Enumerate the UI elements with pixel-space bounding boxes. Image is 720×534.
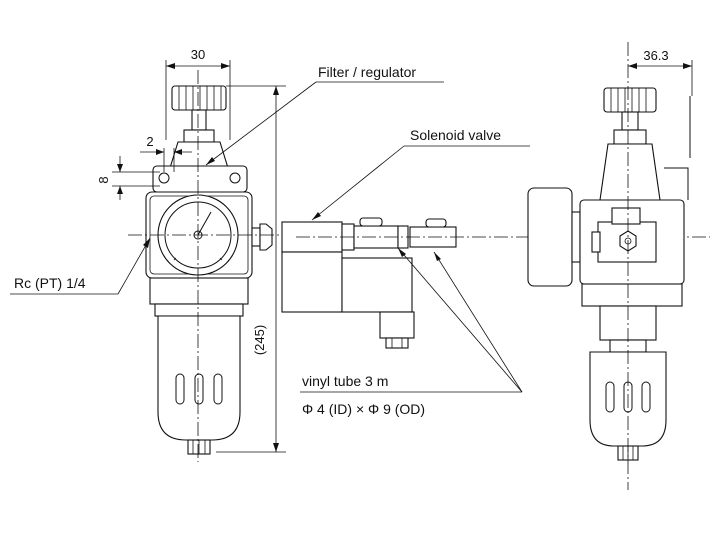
dimension-offset-2: 2 — [140, 134, 192, 172]
dimension-side-offset: 36.3 — [628, 48, 693, 96]
label-filter-regulator: Filter / regulator — [318, 64, 416, 80]
dimension-8-label: 8 — [96, 176, 111, 183]
callout-rc-pt: Rc (PT) 1/4 — [10, 237, 151, 295]
label-rc-pt: Rc (PT) 1/4 — [14, 275, 86, 291]
callout-filter-regulator: Filter / regulator — [205, 64, 444, 166]
label-vinyl-tube: vinyl tube 3 m — [302, 373, 388, 389]
side-view-filter-regulator — [527, 87, 691, 461]
dimension-width-30: 30 — [165, 47, 231, 140]
dimension-245-label: (245) — [252, 325, 267, 355]
callout-vinyl-tube: vinyl tube 3 m Φ 4 (ID) × Φ 9 (OD) — [300, 247, 523, 417]
solenoid-valve-assembly — [281, 217, 457, 349]
dimension-36-3-label: 36.3 — [643, 48, 668, 63]
label-solenoid-valve: Solenoid valve — [410, 127, 501, 143]
dimension-2-label: 2 — [146, 134, 153, 149]
label-tube-size: Φ 4 (ID) × Φ 9 (OD) — [302, 401, 425, 417]
callout-solenoid-valve: Solenoid valve — [311, 127, 530, 221]
dimension-height-8: 8 — [96, 156, 160, 200]
dimension-total-height: (245) — [216, 85, 286, 453]
front-view-filter-regulator — [145, 85, 273, 455]
dimension-30-label: 30 — [191, 47, 205, 62]
